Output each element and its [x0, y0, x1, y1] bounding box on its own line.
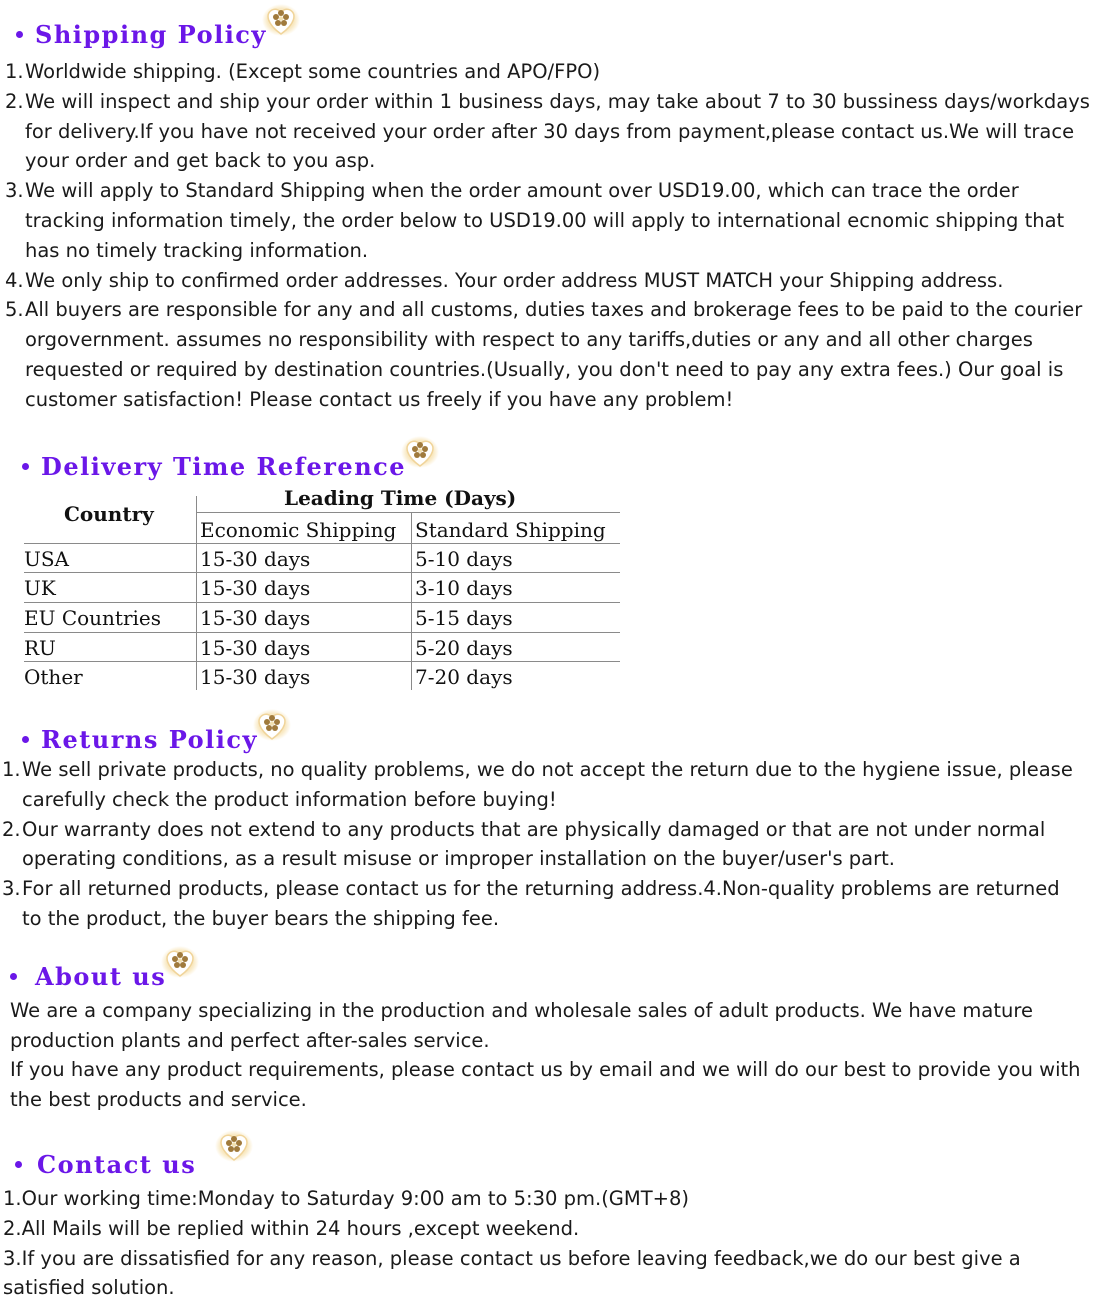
- list-item: 1.Worldwide shipping. (Except some count…: [5, 60, 601, 83]
- table-cell-economic: 15-30 days: [200, 636, 311, 660]
- list-item: 2.All Mails will be replied within 24 ho…: [3, 1216, 580, 1240]
- list-item: 2.We will inspect and ship your order wi…: [5, 89, 1090, 173]
- table-cell-standard: 5-20 days: [415, 636, 513, 660]
- heading-bullet: [22, 735, 29, 743]
- contact-us-heading: Contact us: [15, 1129, 254, 1182]
- delivery-time-table: Country Leading Time (Days) Economic Shi…: [24, 482, 620, 690]
- shipping-policy-list: 1.Worldwide shipping. (Except some count…: [5, 57, 1097, 415]
- heading-bullet: [10, 972, 17, 980]
- flower-heart-icon: [214, 1128, 254, 1164]
- delivery-time-heading: Delivery Time Reference: [22, 435, 440, 484]
- about-us-title: About us: [35, 961, 167, 991]
- returns-policy-list: 1.We sell private products, no quality p…: [2, 755, 1082, 934]
- list-item: 3.We will apply to Standard Shipping whe…: [5, 179, 1065, 262]
- contact-us-title: Contact us: [37, 1149, 197, 1179]
- list-item: 2.Our warranty does not extend to any pr…: [2, 817, 1046, 871]
- heading-bullet: [16, 30, 23, 38]
- table-cell-country: RU: [24, 636, 56, 660]
- list-item: 3.If you are dissatisfied for any reason…: [3, 1246, 1021, 1300]
- table-cell-country: UK: [24, 576, 56, 600]
- table-cell-standard: 5-10 days: [415, 547, 513, 571]
- list-item: 5.All buyers are responsible for any and…: [5, 298, 1083, 411]
- flower-heart-icon: [252, 707, 292, 743]
- contact-us-list: 1.Our working time:Monday to Saturday 9:…: [3, 1184, 1093, 1303]
- table-cell-country: EU Countries: [24, 606, 162, 630]
- list-item: 4.We only ship to confirmed order addres…: [5, 268, 1004, 292]
- delivery-time-title: Delivery Time Reference: [41, 451, 407, 481]
- economic-shipping-header: Economic Shipping: [200, 518, 397, 542]
- flower-heart-icon: [261, 2, 301, 38]
- table-cell-economic: 15-30 days: [200, 665, 311, 689]
- shipping-policy-title: Shipping Policy: [35, 19, 267, 49]
- list-item: 1.Our working time:Monday to Saturday 9:…: [3, 1187, 689, 1210]
- flower-heart-icon: [160, 944, 201, 980]
- table-cell-country: USA: [24, 547, 69, 571]
- table-cell-standard: 3-10 days: [415, 576, 513, 600]
- standard-shipping-header: Standard Shipping: [415, 518, 606, 542]
- table-cell-standard: 7-20 days: [415, 665, 513, 689]
- flower-heart-icon: [400, 434, 440, 470]
- list-item: 3.For all returned products, please cont…: [2, 877, 1060, 930]
- about-us-paragraph: If you have any product requirements, pl…: [10, 1058, 1081, 1111]
- about-us-paragraph: We are a company specializing in the pro…: [10, 999, 1033, 1052]
- list-item: 1.We sell private products, no quality p…: [2, 758, 1073, 811]
- heading-bullet: [22, 462, 29, 470]
- table-cell-standard: 5-15 days: [415, 606, 513, 630]
- table-cell-economic: 15-30 days: [200, 547, 311, 571]
- table-cell-economic: 15-30 days: [200, 576, 311, 600]
- country-header: Country: [64, 502, 154, 526]
- returns-policy-title: Returns Policy: [41, 724, 258, 754]
- shipping-policy-heading: Shipping Policy: [16, 3, 301, 52]
- table-cell-economic: 15-30 days: [200, 606, 311, 630]
- heading-bullet: [15, 1160, 22, 1168]
- about-us-heading: About us: [10, 945, 201, 994]
- returns-policy-heading: Returns Policy: [22, 708, 292, 757]
- leading-time-header: Leading Time (Days): [284, 486, 517, 510]
- table-cell-country: Other: [24, 665, 83, 689]
